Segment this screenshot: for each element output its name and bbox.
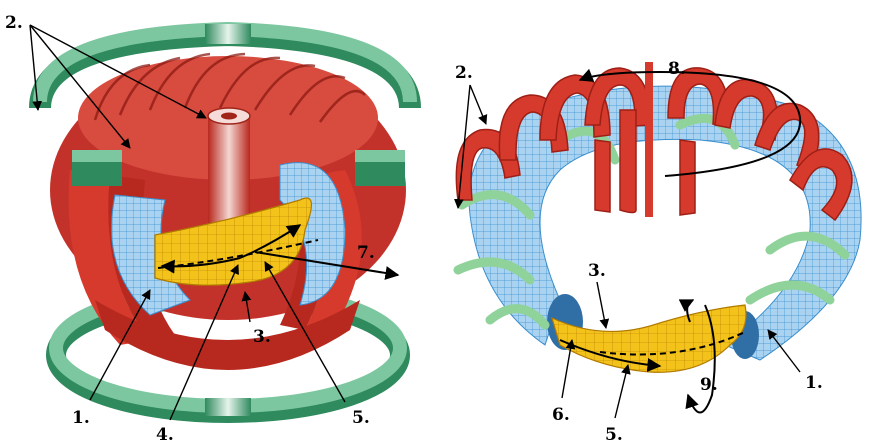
stellarator-label-vessel: 1.	[805, 373, 823, 393]
tokamak-label-vessel: 1.	[72, 408, 90, 428]
stellarator-label-axis: 6.	[552, 405, 570, 425]
tokamak-label-field: 5.	[352, 408, 370, 428]
tokamak-label-plasma: 3.	[253, 327, 271, 347]
stellarator-pointers	[453, 84, 801, 419]
tokamak-label-coils: 2.	[5, 13, 23, 33]
tokamak-illustration: 2. 1. 3. 4. 5. 7.	[5, 13, 421, 445]
stellarator-label-plasma: 3.	[588, 261, 606, 281]
stellarator-label-field: 5.	[605, 425, 623, 445]
modular-coils	[455, 67, 853, 222]
tokamak-label-current: 4.	[156, 425, 174, 445]
vacuum-vessel	[111, 162, 346, 316]
upper-poloidal-coil	[29, 21, 421, 186]
stellarator-vessel	[468, 85, 862, 361]
stellarator-label-coils: 2.	[455, 63, 473, 83]
stellarator-illustration: 2. 8. 3. 1. 9. 6. 5.	[453, 59, 862, 445]
stellarator-label-vertical: 8.	[668, 59, 686, 79]
tokamak-label-resultant: 7.	[357, 243, 375, 263]
tokamak-arrows	[157, 224, 400, 280]
stellarator-label-twist: 9.	[700, 375, 718, 395]
tokamak-pointers	[29, 24, 346, 421]
center-vertical-coil	[645, 62, 653, 217]
